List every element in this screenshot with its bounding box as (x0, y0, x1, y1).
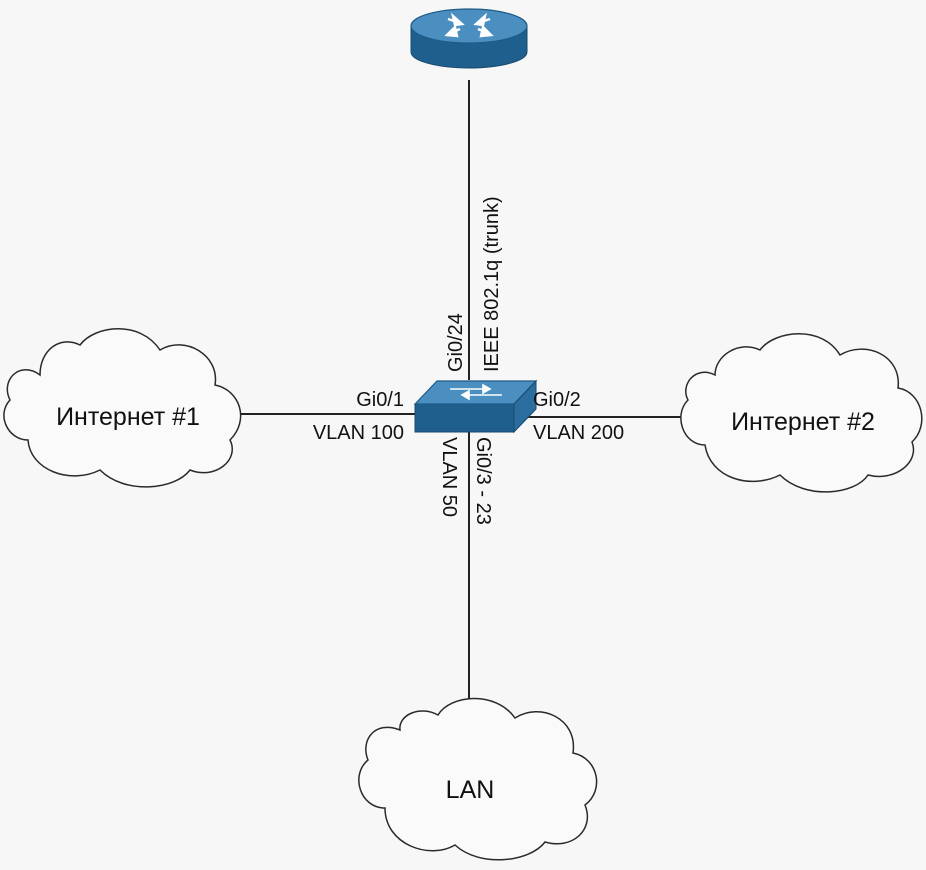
port-label-gi0-24: Gi0/24 (445, 313, 467, 372)
cloud-internet2: Интернет #2 (680, 333, 923, 493)
cloud-internet1: Интернет #1 (3, 328, 242, 488)
port-label-gi0-2: Gi0/2 (533, 389, 581, 411)
cloud-label-lan: LAN (446, 776, 495, 804)
router-icon (410, 8, 528, 69)
cloud-label-internet2: Интернет #2 (731, 408, 875, 436)
cloud-lan: LAN (358, 697, 598, 861)
cloud-label-internet1: Интернет #1 (56, 403, 200, 431)
vlan-label-internet2: VLAN 200 (533, 422, 624, 444)
switch-icon (413, 379, 538, 434)
port-label-gi0-3-23: Gi0/3 - 23 (472, 437, 494, 525)
trunk-label: IEEE 802.1q (trunk) (481, 196, 503, 372)
vlan-label-lan: VLAN 50 (438, 437, 460, 517)
port-label-gi0-1: Gi0/1 (356, 389, 404, 411)
vlan-label-internet1: VLAN 100 (313, 422, 404, 444)
